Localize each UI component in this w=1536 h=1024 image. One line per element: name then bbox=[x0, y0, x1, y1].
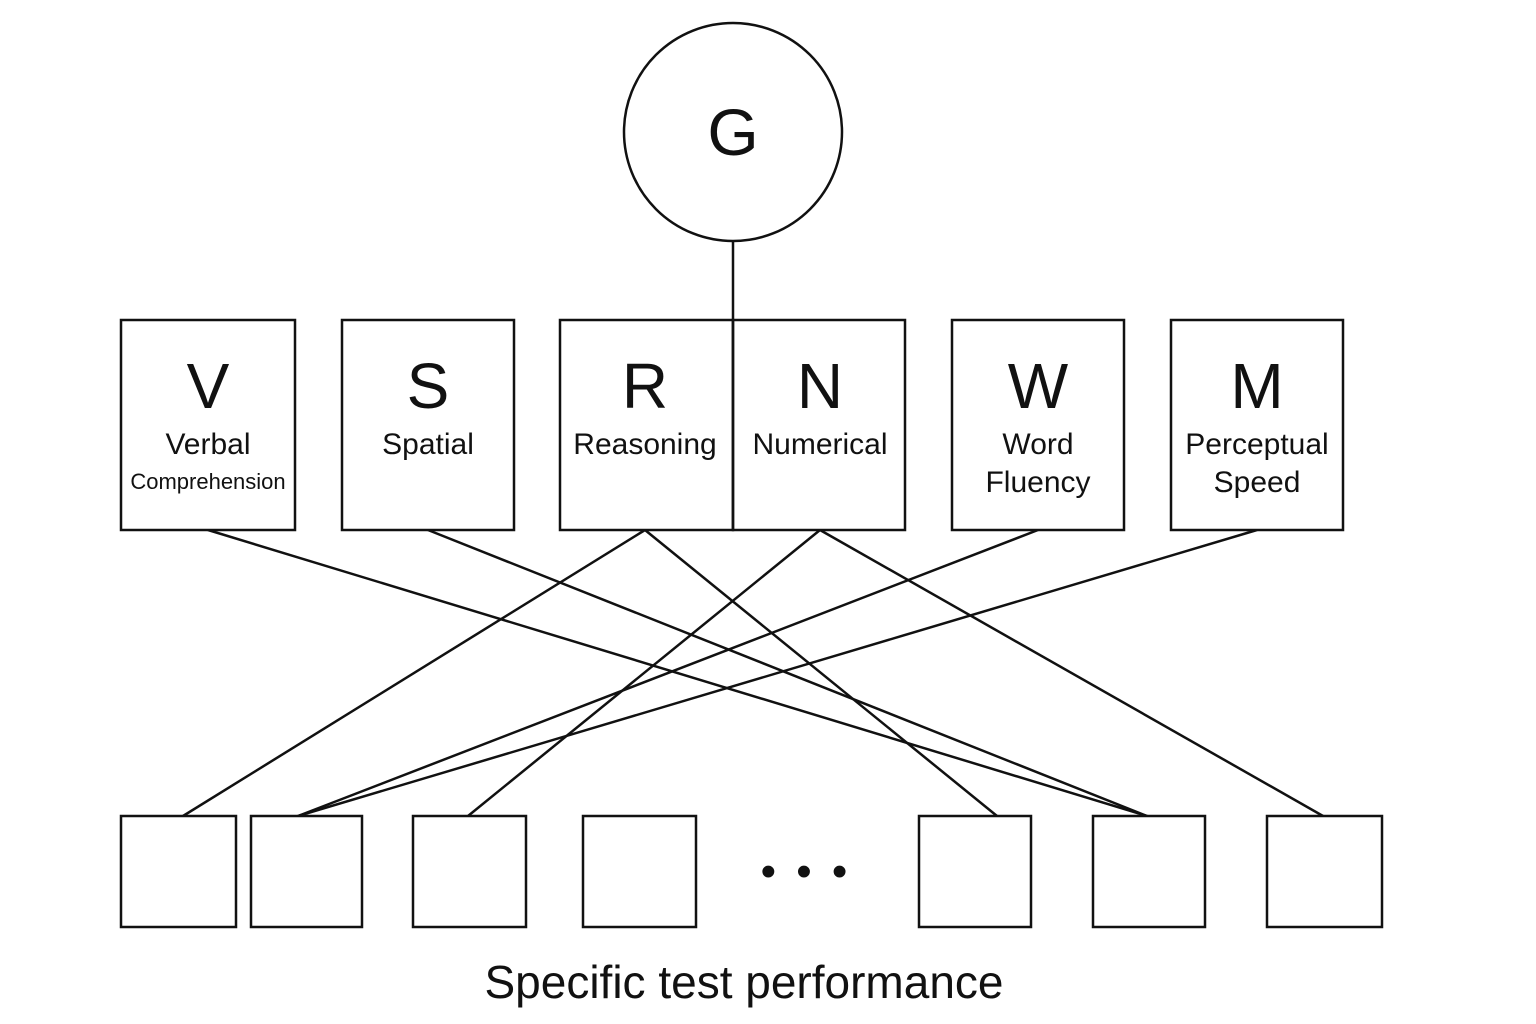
factor-letter: V bbox=[187, 350, 230, 422]
factor-r: R Reasoning bbox=[558, 318, 735, 532]
factor-letter: N bbox=[797, 350, 843, 422]
factor-box-w bbox=[950, 318, 1126, 532]
test-box-3 bbox=[411, 814, 528, 929]
caption: Specific test performance bbox=[484, 956, 1003, 1008]
link-n-to-test-7 bbox=[819, 528, 1324, 818]
factor-name-line: Verbal bbox=[165, 428, 250, 461]
general-factor-circle bbox=[622, 21, 844, 243]
link-v-to-test-6 bbox=[207, 528, 1148, 818]
factor-letter: W bbox=[1008, 350, 1069, 422]
link-n-to-test-3 bbox=[467, 529, 821, 817]
factor-box-m bbox=[1169, 318, 1345, 532]
factor-name-line: Spatial bbox=[382, 428, 474, 461]
tests-ellipsis: • • • bbox=[761, 847, 852, 896]
tests-layer bbox=[119, 814, 1384, 929]
general-factor-node: G bbox=[622, 21, 844, 243]
factor-name-line: Reasoning bbox=[573, 428, 716, 461]
factor-letter: M bbox=[1230, 350, 1283, 422]
factor-name-line: Numerical bbox=[752, 428, 887, 461]
test-box-7 bbox=[1265, 814, 1384, 929]
factor-letter: S bbox=[407, 350, 450, 422]
factor-s: S Spatial bbox=[340, 318, 516, 532]
factor-name-line: Word bbox=[1002, 428, 1073, 461]
test-box-5 bbox=[917, 814, 1033, 929]
factor-name-line: Perceptual bbox=[1185, 428, 1328, 461]
factor-name-line: Fluency bbox=[985, 466, 1090, 499]
factor-letter: R bbox=[622, 350, 668, 422]
factor-box-r bbox=[558, 318, 735, 532]
test-box-6 bbox=[1091, 814, 1207, 929]
factor-n: N Numerical bbox=[731, 318, 907, 532]
test-box-4 bbox=[581, 814, 698, 929]
test-box-2 bbox=[249, 814, 364, 929]
link-s-to-test-6 bbox=[427, 528, 1148, 818]
test-box-1 bbox=[119, 814, 238, 929]
link-r-to-test-1 bbox=[182, 528, 646, 818]
general-factor-letter: G bbox=[707, 95, 758, 169]
factor-name-line: Speed bbox=[1214, 466, 1301, 499]
factor-box-s bbox=[340, 318, 516, 532]
links-layer bbox=[182, 528, 1324, 818]
link-w-to-test-2 bbox=[297, 528, 1039, 818]
factor-name-line: Comprehension bbox=[130, 469, 285, 494]
factor-box-v bbox=[119, 318, 297, 532]
link-m-to-test-2 bbox=[297, 528, 1258, 818]
link-r-to-test-5 bbox=[644, 529, 998, 817]
